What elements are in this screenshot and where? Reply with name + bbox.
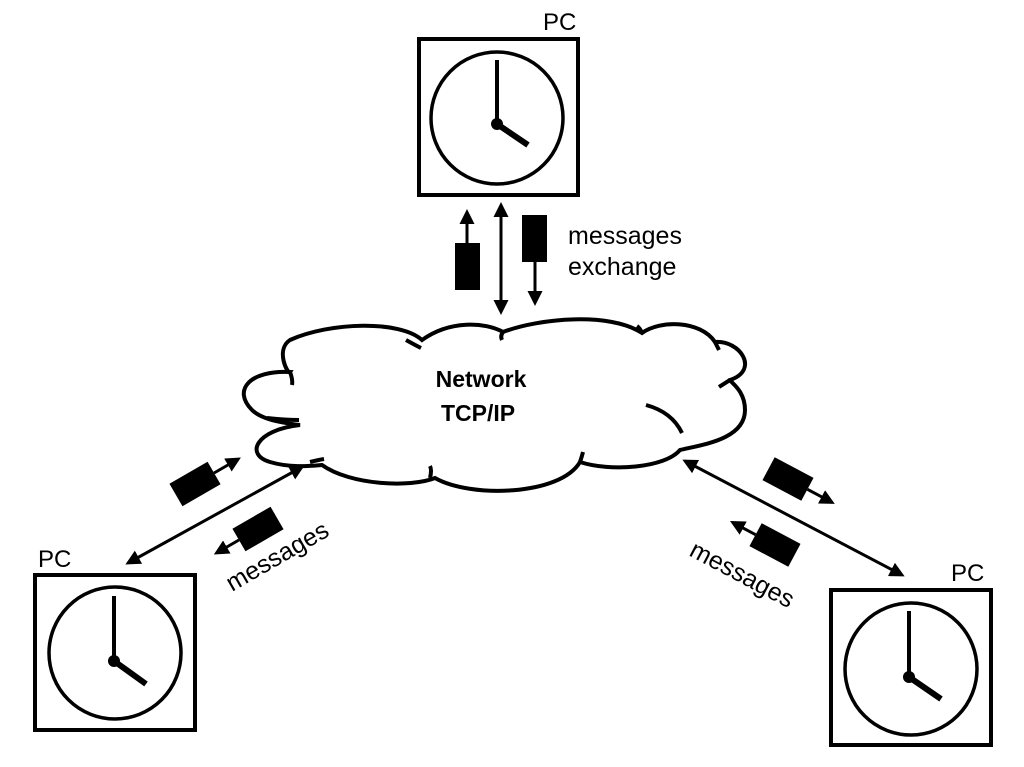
pc-right-label: PC: [951, 560, 984, 587]
message-packet-down: [213, 506, 284, 555]
clock-icon: [843, 601, 979, 737]
bidirectional-arrow: [682, 459, 905, 577]
clock-icon: [429, 50, 565, 186]
message-packet-up: [455, 209, 480, 290]
pc-top: PC: [417, 9, 580, 197]
message-packet-in: [729, 521, 801, 567]
pc-right-box: [829, 588, 993, 747]
pc-left-box: [33, 573, 197, 732]
pc-right: PC: [829, 560, 993, 747]
edge-top-label-line2: exchange: [568, 253, 676, 281]
network-cloud: Network TCP/IP: [241, 317, 748, 493]
edge-top: messages exchange: [455, 202, 682, 315]
edge-top-label-line1: messages: [568, 222, 682, 250]
pc-top-box: [417, 37, 580, 197]
pc-left-label: PC: [38, 546, 71, 573]
clock-icon: [47, 585, 183, 721]
pc-top-label: PC: [543, 9, 576, 36]
pc-left: PC: [33, 546, 197, 732]
network-subtitle: TCP/IP: [441, 400, 515, 426]
message-packet-up: [169, 457, 241, 507]
bidirectional-arrow: [125, 465, 305, 565]
message-packet-out: [762, 457, 835, 504]
message-packet-down: [522, 215, 547, 306]
network-title: Network: [436, 366, 527, 392]
